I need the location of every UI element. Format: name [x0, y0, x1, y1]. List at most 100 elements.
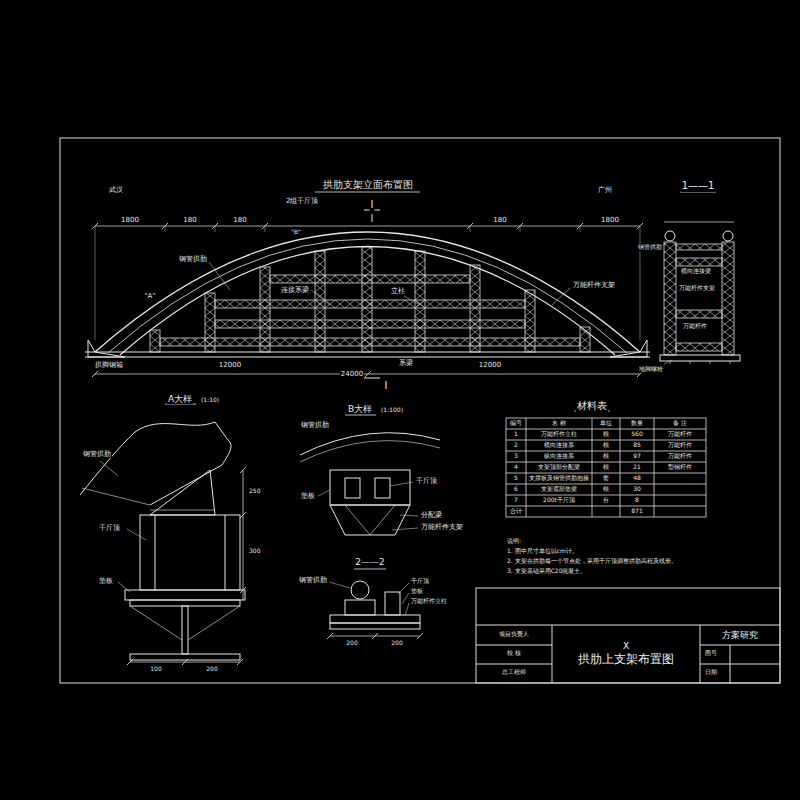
- part-label: 钢管拱肋: [82, 450, 112, 458]
- table-cell: 48: [632, 475, 642, 482]
- table-cell: 根: [602, 464, 610, 471]
- elevation-view: [85, 192, 650, 378]
- table-cell: 200t千斤顶: [542, 497, 576, 504]
- part-label: 垫板: [300, 492, 316, 500]
- table-cell: 2: [513, 442, 519, 449]
- section-mark: Ⅰ: [370, 199, 375, 211]
- dimension: 1800: [120, 216, 140, 224]
- dimension: 12000: [218, 361, 242, 369]
- detail-title: B大样: [347, 404, 373, 414]
- drawing-title: 拱肋支架立面布置图: [322, 179, 414, 191]
- table-cell: 85: [632, 442, 642, 449]
- scale-note: (1:100): [380, 407, 404, 414]
- dimension: 12000: [478, 361, 502, 369]
- part-label: 2组千斤顶: [285, 197, 319, 205]
- table-cell: 871: [630, 508, 643, 515]
- title-block-field: 项目负责人: [498, 631, 530, 638]
- drawing-number: X: [623, 641, 629, 652]
- dimension: 180: [182, 216, 197, 224]
- part-label: 系梁: [398, 359, 414, 367]
- dimension: 180: [492, 216, 507, 224]
- table-cell: 根: [602, 453, 610, 460]
- part-label: 横向连接梁: [680, 268, 712, 275]
- detail-title: A大样: [167, 394, 193, 404]
- part-label: 万能杆件: [682, 323, 708, 330]
- stage-cell: 方案研究: [700, 625, 780, 645]
- place-name: 广州: [597, 186, 613, 194]
- part-label: 钢管拱肋: [298, 576, 328, 584]
- note-heading: 说明:: [506, 538, 522, 545]
- part-label: 地脚螺栓: [638, 366, 664, 373]
- part-label: 钢管拱肋: [178, 255, 208, 263]
- table-cell: 6: [513, 486, 519, 493]
- material-table: [506, 411, 706, 517]
- title-block-field: 日期: [704, 669, 718, 676]
- dimension: 100: [149, 666, 162, 673]
- part-label: 千斤顶: [98, 524, 121, 532]
- table-cell: 数量: [630, 420, 644, 427]
- table-cell: 4: [513, 464, 519, 471]
- table-cell: 横向连接系: [543, 442, 575, 449]
- dimension: 1800: [600, 216, 620, 224]
- table-cell: 万能杆件: [667, 453, 693, 460]
- detail-b: [300, 415, 440, 535]
- title-cell: X拱肋上支架布置图: [552, 625, 700, 683]
- section-mark: Ⅰ: [384, 380, 389, 392]
- cell-text: 拱肋上支架布置图: [578, 652, 674, 666]
- place-name: 武汉: [108, 186, 124, 194]
- detail-mark: "B": [290, 229, 302, 236]
- dimension: 200: [205, 666, 218, 673]
- title-block-field: 总工程师: [501, 669, 527, 676]
- section-1-1: [660, 192, 740, 364]
- table-cell: 根: [602, 486, 610, 493]
- table-cell: 560: [630, 431, 643, 438]
- table-cell: 台: [602, 497, 610, 504]
- part-label: 万能杆件支架: [572, 281, 616, 289]
- note-text: 1. 图中尺寸单位以cm计。: [506, 548, 579, 555]
- scale-note: (1:10): [200, 397, 220, 404]
- part-label: 拱脚钢箱: [94, 361, 124, 369]
- detail-mark: "A": [143, 292, 156, 300]
- dimension: 24000: [340, 370, 364, 378]
- dimension: 200: [345, 640, 358, 647]
- part-label: 钢管拱肋: [300, 421, 330, 429]
- part-label: 万能杆件支架: [420, 523, 464, 531]
- table-cell: 支撑板及钢管拱肋抱箍: [528, 475, 590, 482]
- sheet-frame: [60, 138, 780, 683]
- table-cell: 纵向连接系: [543, 453, 575, 460]
- table-cell: 1: [513, 431, 519, 438]
- title-block-field: 校 核: [506, 650, 522, 657]
- table-cell: 根: [602, 431, 610, 438]
- table-cell: 支架底部垫梁: [540, 486, 578, 493]
- table-cell: 万能杆件: [667, 431, 693, 438]
- dimension: 180: [232, 216, 247, 224]
- part-label: 立柱: [390, 287, 406, 295]
- table-cell: 支架顶部分配梁: [537, 464, 581, 471]
- table-cell: 名 称: [551, 420, 567, 427]
- table-cell: 21: [632, 464, 642, 471]
- part-label: 连接系梁: [280, 286, 310, 294]
- part-label: 千斤顶: [410, 578, 430, 585]
- table-cell: 套: [602, 475, 610, 482]
- dimension: 200: [390, 640, 403, 647]
- dimension: 250: [248, 488, 261, 495]
- table-cell: 3: [513, 453, 519, 460]
- table-cell: 30: [632, 486, 642, 493]
- table-cell: 单位: [599, 420, 613, 427]
- note-text: 3. 支架基础采用C20混凝土。: [506, 568, 587, 575]
- section-title: 2——2: [354, 557, 385, 567]
- table-cell: 7: [513, 497, 519, 504]
- part-label: 垫板: [410, 588, 424, 595]
- section-2-2: [327, 569, 423, 639]
- table-cell: 合计: [509, 508, 523, 515]
- part-label: 分配梁: [420, 511, 443, 519]
- table-cell: 根: [602, 442, 610, 449]
- note-text: 2. 支架在拱肋每一个节点处，采用千斤顶调整拱肋高程及线形。: [506, 558, 678, 565]
- table-cell: 97: [632, 453, 642, 460]
- title-block-field: 图号: [704, 650, 718, 657]
- part-label: 千斤顶: [415, 477, 438, 485]
- table-cell: 5: [513, 475, 519, 482]
- table-cell: 编号: [509, 420, 523, 427]
